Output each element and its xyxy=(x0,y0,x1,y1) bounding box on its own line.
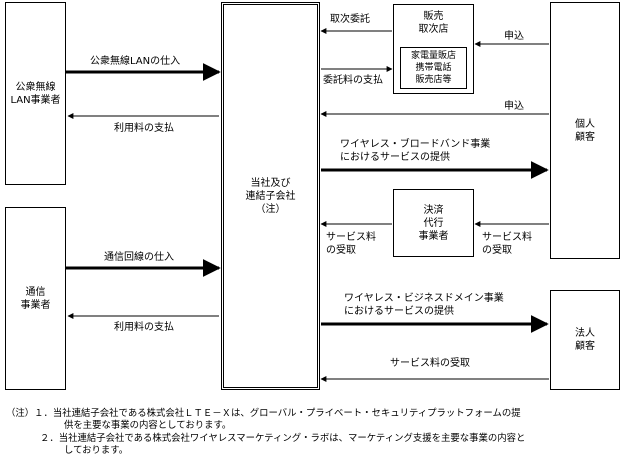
label-fee-receipt-left: サービス料 の受取 xyxy=(326,232,376,256)
label-line-fee: 利用料の支払 xyxy=(114,322,174,333)
settlement-label: 決済 代行 事業者 xyxy=(418,204,449,242)
label-apply-agent: 申込 xyxy=(504,31,524,42)
telecom-box: 通信 事業者 xyxy=(5,207,66,390)
label-agency-request: 取次委託 xyxy=(330,14,370,25)
sales-agent-sub-label: 家電量販店 携帯電話 販売店等 xyxy=(410,51,456,85)
sales-agent-label: 販売 取次店 xyxy=(418,11,449,35)
note-1-line-2: 供を主要な事業の内容としております。 xyxy=(64,420,232,431)
public-wlan-label: 公衆無線 LAN事業者 xyxy=(10,81,61,106)
label-commission-payment: 委託料の支払 xyxy=(323,75,383,86)
note-2: ２．当社連結子会社である株式会社ワイヤレスマーケティング・ラボは、マーケティング… xyxy=(40,433,525,445)
label-wireless-service: ワイヤレス・ブロードバンド事業 におけるサービスの提供 xyxy=(340,139,491,163)
individual-customer-label: 個人 顧客 xyxy=(575,118,595,143)
note-2-continued: しております。 xyxy=(64,445,128,457)
note-1: （注）１．当社連結子会社である株式会社ＬＴＥ－Ｘは、グローバル・プライベート・セ… xyxy=(6,408,521,420)
note-1-continued: 供を主要な事業の内容としております。 xyxy=(64,420,231,432)
label-business-service: ワイヤレス・ビジネスドメイン事業 におけるサービスの提供 xyxy=(344,293,504,317)
individual-customer-box: 個人 顧客 xyxy=(550,2,620,259)
telecom-label: 通信 事業者 xyxy=(20,286,51,311)
sales-agent-sub-box: 家電量販店 携帯電話 販売店等 xyxy=(400,47,467,89)
label-fee-receipt-right: サービス料 の受取 xyxy=(482,232,532,256)
corporate-customer-label: 法人 顧客 xyxy=(575,328,595,352)
company-label: 当社及び 連結子会社 （注） xyxy=(245,177,296,215)
settlement-box: 決済 代行 事業者 xyxy=(393,189,474,257)
label-line-purchase: 通信回線の仕入 xyxy=(104,252,174,263)
note-2-line-2: しております。 xyxy=(64,445,129,456)
note-prefix: （注） xyxy=(6,408,35,419)
note-1-number: １． xyxy=(34,408,53,419)
label-apply-direct: 申込 xyxy=(504,101,524,112)
note-2-line-1: 当社連結子会社である株式会社ワイヤレスマーケティング・ラボは、マーケティング支援… xyxy=(58,433,526,444)
corporate-customer-box: 法人 顧客 xyxy=(550,290,620,390)
public-wlan-box: 公衆無線 LAN事業者 xyxy=(5,2,66,185)
note-1-line-1: 当社連結子会社である株式会社ＬＴＥ－Ｘは、グローバル・プライベート・セキュリティ… xyxy=(52,408,521,419)
sales-agent-box: 販売 取次店 家電量販店 携帯電話 販売店等 xyxy=(393,4,474,94)
note-2-number: ２． xyxy=(40,433,59,444)
label-wlan-purchase: 公衆無線LANの仕入 xyxy=(90,56,181,67)
company-box: 当社及び 連結子会社 （注） xyxy=(221,2,320,390)
label-fee-receipt-corporate: サービス料の受取 xyxy=(390,358,470,369)
label-wlan-fee: 利用料の支払 xyxy=(114,123,174,134)
